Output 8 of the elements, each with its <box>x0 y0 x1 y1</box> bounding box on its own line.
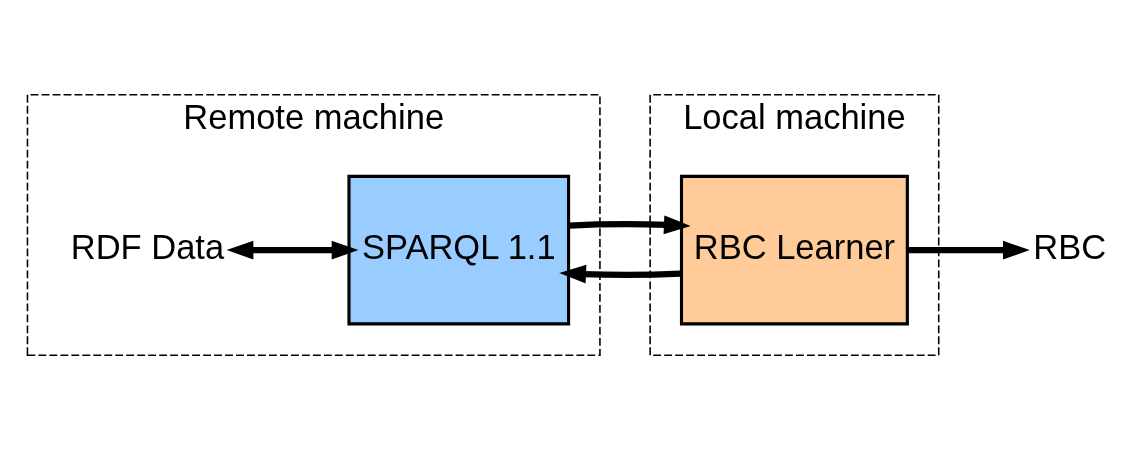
arrow <box>568 214 691 234</box>
node-box: RBC Learner <box>679 174 909 325</box>
node-box: SPARQL 1.1 <box>347 174 571 325</box>
arrow <box>907 240 1030 259</box>
node-text: RBC <box>1033 227 1107 266</box>
arrow <box>559 264 682 283</box>
node-text: RDF Data <box>70 227 225 266</box>
arrow <box>226 240 359 259</box>
